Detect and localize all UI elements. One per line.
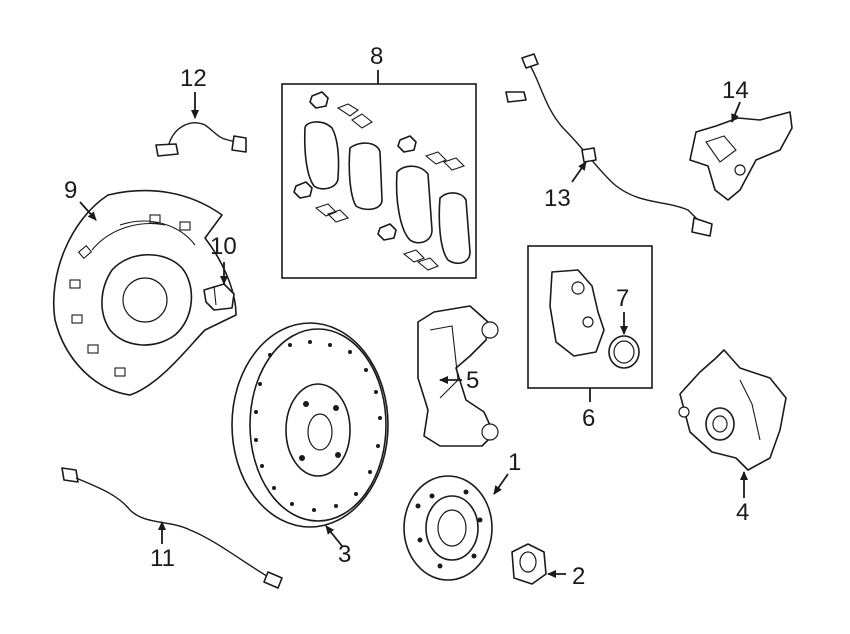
callout-9: 9 — [64, 177, 77, 204]
abs-sensor — [505, 53, 713, 237]
brake-pads — [293, 91, 471, 271]
callout-1: 1 — [508, 449, 521, 476]
dust-shield — [52, 189, 237, 396]
callout-12: 12 — [180, 65, 207, 92]
callout-13: 13 — [544, 185, 571, 212]
callout-6: 6 — [582, 405, 595, 432]
callout-10: 10 — [210, 233, 237, 260]
rotor-drill-holes — [254, 340, 382, 512]
callout-2: 2 — [572, 563, 585, 590]
callout-5: 5 — [466, 367, 479, 394]
callout-14: 14 — [722, 77, 749, 104]
seal-ring — [608, 335, 640, 369]
callout-7: 7 — [616, 285, 629, 312]
callout-3: 3 — [338, 541, 351, 568]
brake-rotor — [231, 322, 389, 528]
wheel-hub — [403, 475, 493, 581]
pad-kit-box — [281, 83, 477, 279]
caliper-housing — [549, 269, 605, 357]
brake-wear-sensor — [155, 122, 247, 157]
callout-4: 4 — [736, 499, 749, 526]
axle-nut — [511, 543, 547, 585]
caliper-carrier — [417, 305, 499, 447]
leader-lines — [79, 70, 748, 578]
brake-caliper — [678, 349, 787, 471]
callout-numbers: 1 2 3 4 5 6 7 8 9 10 11 12 13 14 — [64, 43, 749, 590]
sensor-bracket — [689, 111, 793, 201]
callout-8: 8 — [370, 43, 383, 70]
callout-11: 11 — [150, 545, 175, 572]
